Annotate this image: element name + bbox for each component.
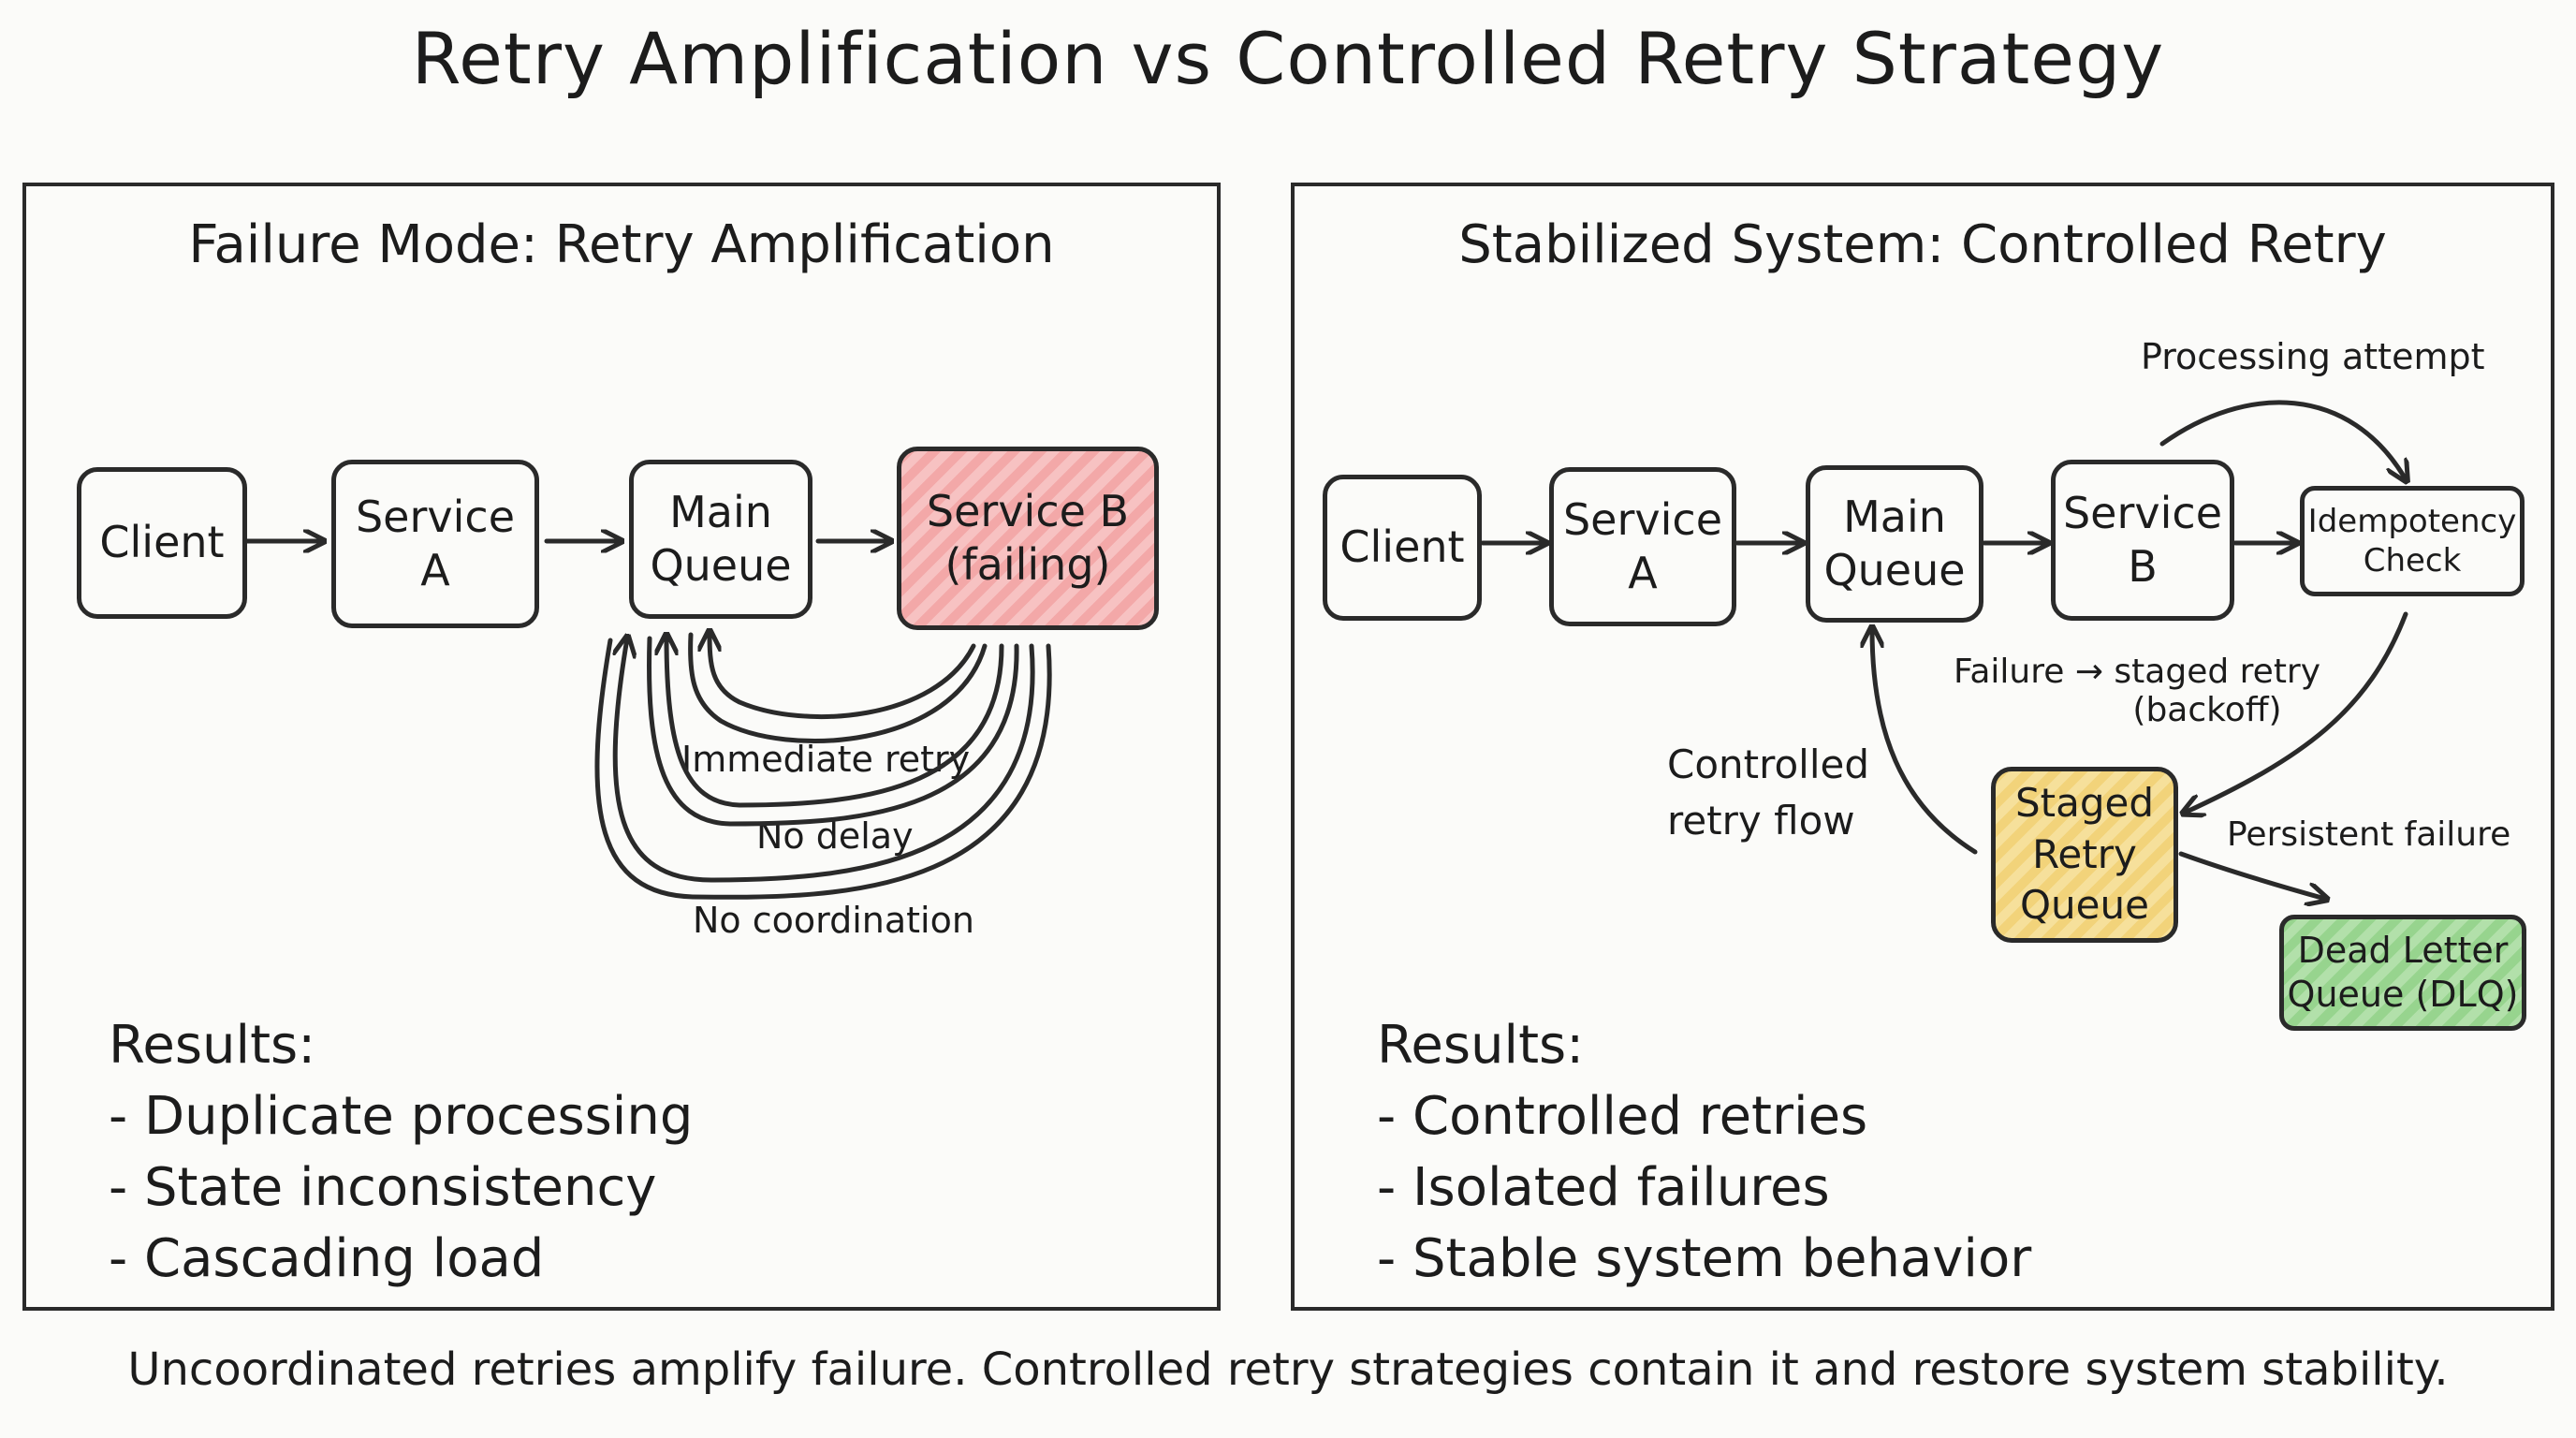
left-main-queue-line1: Main xyxy=(669,486,772,537)
no-coordination-label: No coordination xyxy=(693,900,974,941)
left-results: Results: - Duplicate processing - State … xyxy=(109,1010,693,1295)
failure-mode-heading: Failure Mode: Retry Amplification xyxy=(188,214,1055,275)
left-result-item: - Duplicate processing xyxy=(109,1086,694,1147)
right-main-queue-line2: Queue xyxy=(1823,545,1966,595)
right-result-item: - Isolated failures xyxy=(1377,1157,1830,1218)
right-results: Results: - Controlled retries - Isolated… xyxy=(1377,1010,2031,1295)
left-results-title: Results: xyxy=(109,1015,316,1076)
left-client-label: Client xyxy=(99,517,225,568)
processing-attempt-label: Processing attempt xyxy=(2141,336,2485,377)
right-service-b-line2: B xyxy=(2128,541,2158,592)
controlled-retry-flow-label: Controlled retry flow xyxy=(1667,737,1869,849)
idempotency-line2: Check xyxy=(2363,542,2462,580)
failure-mode-panel: Failure Mode: Retry Amplification Client… xyxy=(22,183,1221,1311)
idempotency-line1: Idempotency xyxy=(2307,502,2517,540)
right-result-item: - Stable system behavior xyxy=(1377,1228,2032,1289)
staged-line2: Retry xyxy=(2032,830,2137,877)
staged-retry-queue-node: Staged Retry Queue xyxy=(1991,767,2178,943)
no-delay-label: No delay xyxy=(756,815,914,857)
right-client-node: Client xyxy=(1323,475,1482,621)
left-service-a-line1: Service xyxy=(355,491,515,542)
left-service-b-line2: (failing) xyxy=(944,539,1111,590)
left-client-node: Client xyxy=(77,467,247,619)
left-main-queue-node: Main Queue xyxy=(629,460,812,619)
left-result-item: - State inconsistency xyxy=(109,1157,657,1218)
left-service-b-line1: Service B xyxy=(926,485,1130,536)
right-main-queue-line1: Main xyxy=(1843,491,1946,542)
footer-summary: Uncoordinated retries amplify failure. C… xyxy=(127,1343,2449,1396)
staged-line1: Staged xyxy=(2014,780,2155,827)
left-main-queue-line2: Queue xyxy=(650,540,792,591)
right-result-item: - Controlled retries xyxy=(1377,1086,1868,1147)
left-service-b-failing-node: Service B (failing) xyxy=(897,447,1159,630)
right-service-b-line1: Service xyxy=(2062,487,2222,538)
persistent-failure-label: Persistent failure xyxy=(2227,815,2511,854)
left-service-a-line2: A xyxy=(420,545,450,595)
failure-staged-line2: (backoff) xyxy=(2132,691,2282,729)
stabilized-system-heading: Stabilized System: Controlled Retry xyxy=(1458,214,2387,275)
page-title: Retry Amplification vs Controlled Retry … xyxy=(411,17,2165,100)
right-service-a-line2: A xyxy=(1628,548,1658,598)
dead-letter-queue-node: Dead Letter Queue (DLQ) xyxy=(2279,915,2526,1031)
right-client-label: Client xyxy=(1339,521,1465,573)
dlq-line1: Dead Letter xyxy=(2297,929,2509,971)
idempotency-check-node: Idempotency Check xyxy=(2300,486,2525,596)
right-service-a-line1: Service xyxy=(1562,493,1722,545)
stabilized-system-panel: Stabilized System: Controlled Retry Clie… xyxy=(1291,183,2554,1311)
right-service-b-node: Service B xyxy=(2051,460,2234,621)
left-result-item: - Cascading load xyxy=(109,1228,545,1289)
failure-staged-line1: Failure → staged retry xyxy=(1953,653,2321,691)
immediate-retry-label: Immediate retry xyxy=(681,739,971,780)
controlled-flow-line2: retry flow xyxy=(1667,798,1855,844)
controlled-flow-line1: Controlled xyxy=(1667,741,1869,787)
right-results-title: Results: xyxy=(1377,1015,1585,1076)
right-main-queue-node: Main Queue xyxy=(1806,465,1983,623)
right-service-a-node: Service A xyxy=(1549,467,1736,626)
failure-staged-retry-label: Failure → staged retry (backoff) xyxy=(1903,653,2371,729)
dlq-line2: Queue (DLQ) xyxy=(2287,974,2519,1015)
staged-line3: Queue xyxy=(2020,882,2149,929)
left-service-a-node: Service A xyxy=(331,460,539,628)
